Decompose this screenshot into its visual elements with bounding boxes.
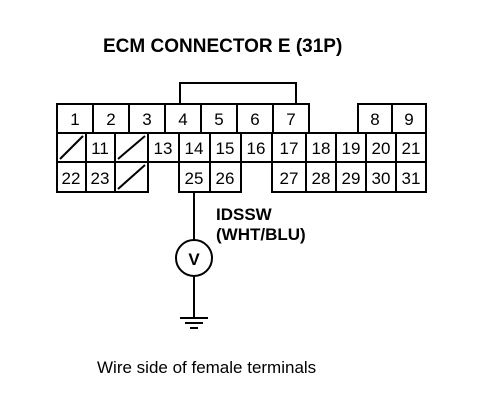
pin-label-13: 13 [154, 139, 173, 158]
pin-label-19: 19 [342, 139, 361, 158]
pin-label-23: 23 [91, 169, 110, 188]
pin-label-17: 17 [280, 139, 299, 158]
pin-label-26: 26 [216, 169, 235, 188]
pin-label-21: 21 [402, 139, 421, 158]
pin-label-9: 9 [404, 110, 413, 129]
unused-pin-slash [117, 135, 146, 160]
pin-label-25: 25 [185, 169, 204, 188]
pin-cell-26 [209, 161, 242, 193]
ground-icon [180, 317, 208, 329]
connector-row-1: 1 2 3 4 5 6 7 8 9 [56, 103, 427, 134]
pin-label-31: 31 [402, 169, 421, 188]
pin-label-30: 30 [372, 169, 391, 188]
unused-pin-slash [59, 135, 84, 160]
voltmeter-symbol: V [188, 250, 200, 269]
pin-label-6: 6 [250, 110, 259, 129]
pin-label-18: 18 [312, 139, 331, 158]
pin-label-3: 3 [142, 110, 151, 129]
pin-label-5: 5 [214, 110, 223, 129]
pin-label-22: 22 [62, 169, 81, 188]
pin-label-8: 8 [370, 110, 379, 129]
pin-label-1: 1 [70, 110, 79, 129]
pin-label-7: 7 [286, 110, 295, 129]
pin-label-15: 15 [216, 139, 235, 158]
unused-pin-slash [117, 164, 146, 190]
pin-cell-31 [395, 161, 427, 193]
pin-label-28: 28 [312, 169, 331, 188]
wire-color-label: (WHT/BLU) [216, 225, 306, 244]
connector-row-2: 11 13 14 15 16 17 18 19 20 21 [56, 132, 427, 163]
signal-name-label: IDSSW [216, 205, 273, 224]
connector-lock-tab [179, 82, 297, 104]
voltmeter-icon: V [175, 239, 213, 277]
diagram-title: ECM CONNECTOR E (31P) [103, 36, 342, 57]
pin-cell-unused [114, 161, 149, 193]
diagram-caption: Wire side of female terminals [97, 358, 316, 377]
pin-label-20: 20 [372, 139, 391, 158]
pin-label-4: 4 [178, 110, 187, 129]
pin-label-11: 11 [91, 139, 109, 158]
pin-label-2: 2 [106, 110, 115, 129]
pin-label-14: 14 [185, 139, 204, 158]
pin-label-27: 27 [280, 169, 299, 188]
pin-label-29: 29 [342, 169, 361, 188]
connector-row-3: 22 23 25 26 27 28 29 30 31 [56, 161, 427, 193]
pin-label-16: 16 [247, 139, 266, 158]
